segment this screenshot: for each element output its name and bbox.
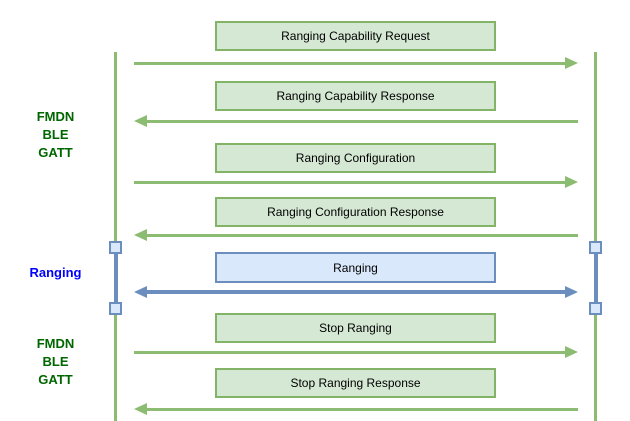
side-label-fmdn-ble-gatt-top: FMDN BLE GATT (8, 108, 103, 162)
arrow-stop-ranging-response (134, 403, 578, 415)
side-label-line: GATT (38, 145, 73, 160)
arrowhead-right-icon (565, 57, 578, 69)
message-box-stop-ranging-response: Stop Ranging Response (215, 368, 496, 398)
arrowhead-left-icon (134, 115, 147, 127)
arrow-line (145, 233, 578, 237)
message-box-ranging-capability-response: Ranging Capability Response (215, 81, 496, 111)
arrow-ranging-configuration (134, 176, 578, 188)
left-lifeline-blue-segment (113, 247, 118, 309)
side-label-line: BLE (42, 354, 69, 369)
arrow-ranging-bidirectional (134, 286, 578, 298)
right-lifeline-blue-segment (593, 247, 598, 309)
message-box-ranging-capability-request: Ranging Capability Request (215, 21, 496, 51)
message-box-ranging-configuration-response: Ranging Configuration Response (215, 197, 496, 227)
side-label-ranging: Ranging (8, 264, 103, 282)
arrowhead-left-icon (134, 229, 147, 241)
right-lifeline (594, 52, 597, 421)
message-box-ranging-configuration: Ranging Configuration (215, 143, 496, 173)
arrow-line (145, 290, 567, 294)
side-label-line: GATT (38, 372, 73, 387)
arrow-line (134, 180, 567, 184)
arrow-line (134, 350, 567, 354)
arrow-line (145, 407, 578, 411)
arrow-line (145, 119, 578, 123)
side-label-line: BLE (42, 127, 69, 142)
arrowhead-left-icon (134, 286, 147, 298)
arrow-ranging-configuration-response (134, 229, 578, 241)
arrow-ranging-capability-request (134, 57, 578, 69)
left-lifeline (114, 52, 117, 421)
side-label-line: FMDN (36, 336, 75, 351)
arrowhead-right-icon (565, 176, 578, 188)
side-label-line: Ranging (29, 265, 82, 280)
activation-square (109, 241, 122, 254)
side-label-line: FMDN (36, 109, 75, 124)
message-box-stop-ranging: Stop Ranging (215, 313, 496, 343)
arrowhead-left-icon (134, 403, 147, 415)
activation-square (589, 302, 602, 315)
arrowhead-right-icon (565, 346, 578, 358)
message-box-ranging: Ranging (215, 252, 496, 283)
arrow-ranging-capability-response (134, 115, 578, 127)
activation-square (589, 241, 602, 254)
activation-square (109, 302, 122, 315)
side-label-fmdn-ble-gatt-bottom: FMDN BLE GATT (8, 335, 103, 389)
arrow-stop-ranging (134, 346, 578, 358)
arrowhead-right-icon (565, 286, 578, 298)
arrow-line (134, 61, 567, 65)
